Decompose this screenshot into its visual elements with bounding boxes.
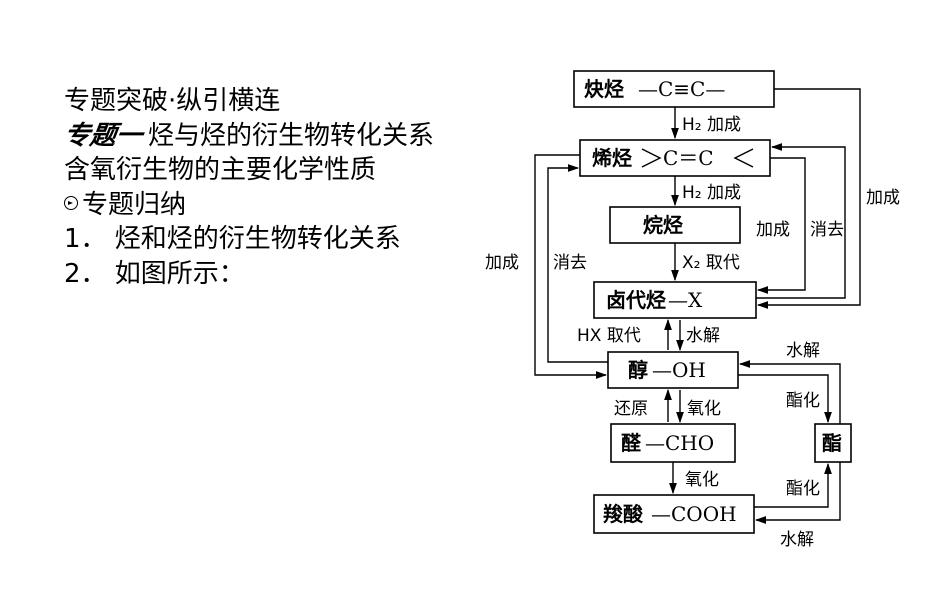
intro-text: 专题突破·纵引横连 专题一烃与烃的衍生物转化关系 含氧衍生物的主要化学性质 专题… <box>62 84 435 291</box>
alkyne-box: 炔烃 —C≡C— <box>573 70 775 108</box>
alkene-box: 烯烃 C＝C <box>579 139 771 177</box>
svg-text:羧酸: 羧酸 <box>603 502 644 526</box>
section-title: 专题突破·纵引横连 <box>64 86 281 116</box>
label-h2-add-2: H₂ 加成 <box>682 183 741 203</box>
label-esterification-1: 酯化 <box>786 391 820 411</box>
label-oxidation-1: 氧化 <box>687 399 721 419</box>
alkane-box: 烷烃 <box>609 206 741 244</box>
alcohol-box: 醇 —OH <box>607 351 739 389</box>
svg-text:—C≡C—: —C≡C— <box>638 77 725 101</box>
item-1: 1． 烃和烃的衍生物转化关系 <box>64 224 401 254</box>
svg-text:—COOH: —COOH <box>651 502 737 526</box>
summary-heading: 专题归纳 <box>64 188 434 223</box>
svg-text:—CHO: —CHO <box>645 431 714 455</box>
svg-text:—OH: —OH <box>652 358 706 382</box>
arrow-alkene-haloalkane <box>756 157 806 294</box>
arrow-ester-acid <box>754 462 841 524</box>
svg-text:炔烃: 炔烃 <box>584 77 624 101</box>
label-reduction: 还原 <box>614 399 648 419</box>
haloalkane-box: 卤代烃 —X <box>593 281 757 319</box>
label-hydrolysis-3: 水解 <box>780 530 814 550</box>
ester-box: 酯 <box>814 423 852 463</box>
acid-box: 羧酸 —COOH <box>593 494 755 534</box>
label-addition-right: 加成 <box>756 220 790 240</box>
label-hydrolysis-1: 水解 <box>686 326 720 346</box>
svg-text:卤代烃: 卤代烃 <box>606 288 666 312</box>
svg-text:醇: 醇 <box>628 358 648 382</box>
svg-text:烷烃: 烷烃 <box>643 213 683 237</box>
label-addition-left: 加成 <box>485 253 519 273</box>
label-elimination-right: 消去 <box>810 220 844 240</box>
topic-subheading: 含氧衍生物的主要化学性质 <box>64 155 377 185</box>
label-hydrolysis-2: 水解 <box>786 341 820 361</box>
label-hx-sub: HX 取代 <box>577 326 641 346</box>
svg-text:C＝C: C＝C <box>663 146 714 170</box>
bullet-arrow-icon <box>64 196 78 210</box>
arrow-alkene-alcohol <box>534 154 608 379</box>
arrow-alcohol-ester <box>738 374 832 424</box>
svg-text:—X: —X <box>668 288 703 312</box>
arrow-haloalkane-alkene <box>756 143 846 299</box>
label-x2-sub: X₂ 取代 <box>682 253 740 273</box>
alkene-bond-right <box>733 148 754 168</box>
svg-text:烯烃: 烯烃 <box>592 146 632 170</box>
arrow-alkyne-haloalkane <box>756 88 861 309</box>
arrow-alcohol-alkene <box>547 164 608 363</box>
topic-heading: 专题一烃与烃的衍生物转化关系 <box>62 119 435 154</box>
arrow-ester-alcohol <box>738 360 841 424</box>
aldehyde-box: 醛 —CHO <box>610 423 736 463</box>
label-oxidation-2: 氧化 <box>685 470 719 490</box>
svg-text:酯: 酯 <box>822 431 842 455</box>
item-2: 2． 如图所示： <box>64 258 245 289</box>
svg-text:醛: 醛 <box>621 431 642 455</box>
label-addition-far-right: 加成 <box>866 188 900 208</box>
alkene-bond-left <box>641 148 662 168</box>
arrow-acid-ester <box>754 462 832 508</box>
label-elimination-left: 消去 <box>553 253 587 273</box>
label-h2-add-1: H₂ 加成 <box>682 115 741 135</box>
label-esterification-2: 酯化 <box>786 479 820 499</box>
topic-heading-text: 烃与烃的衍生物转化关系 <box>148 120 435 151</box>
